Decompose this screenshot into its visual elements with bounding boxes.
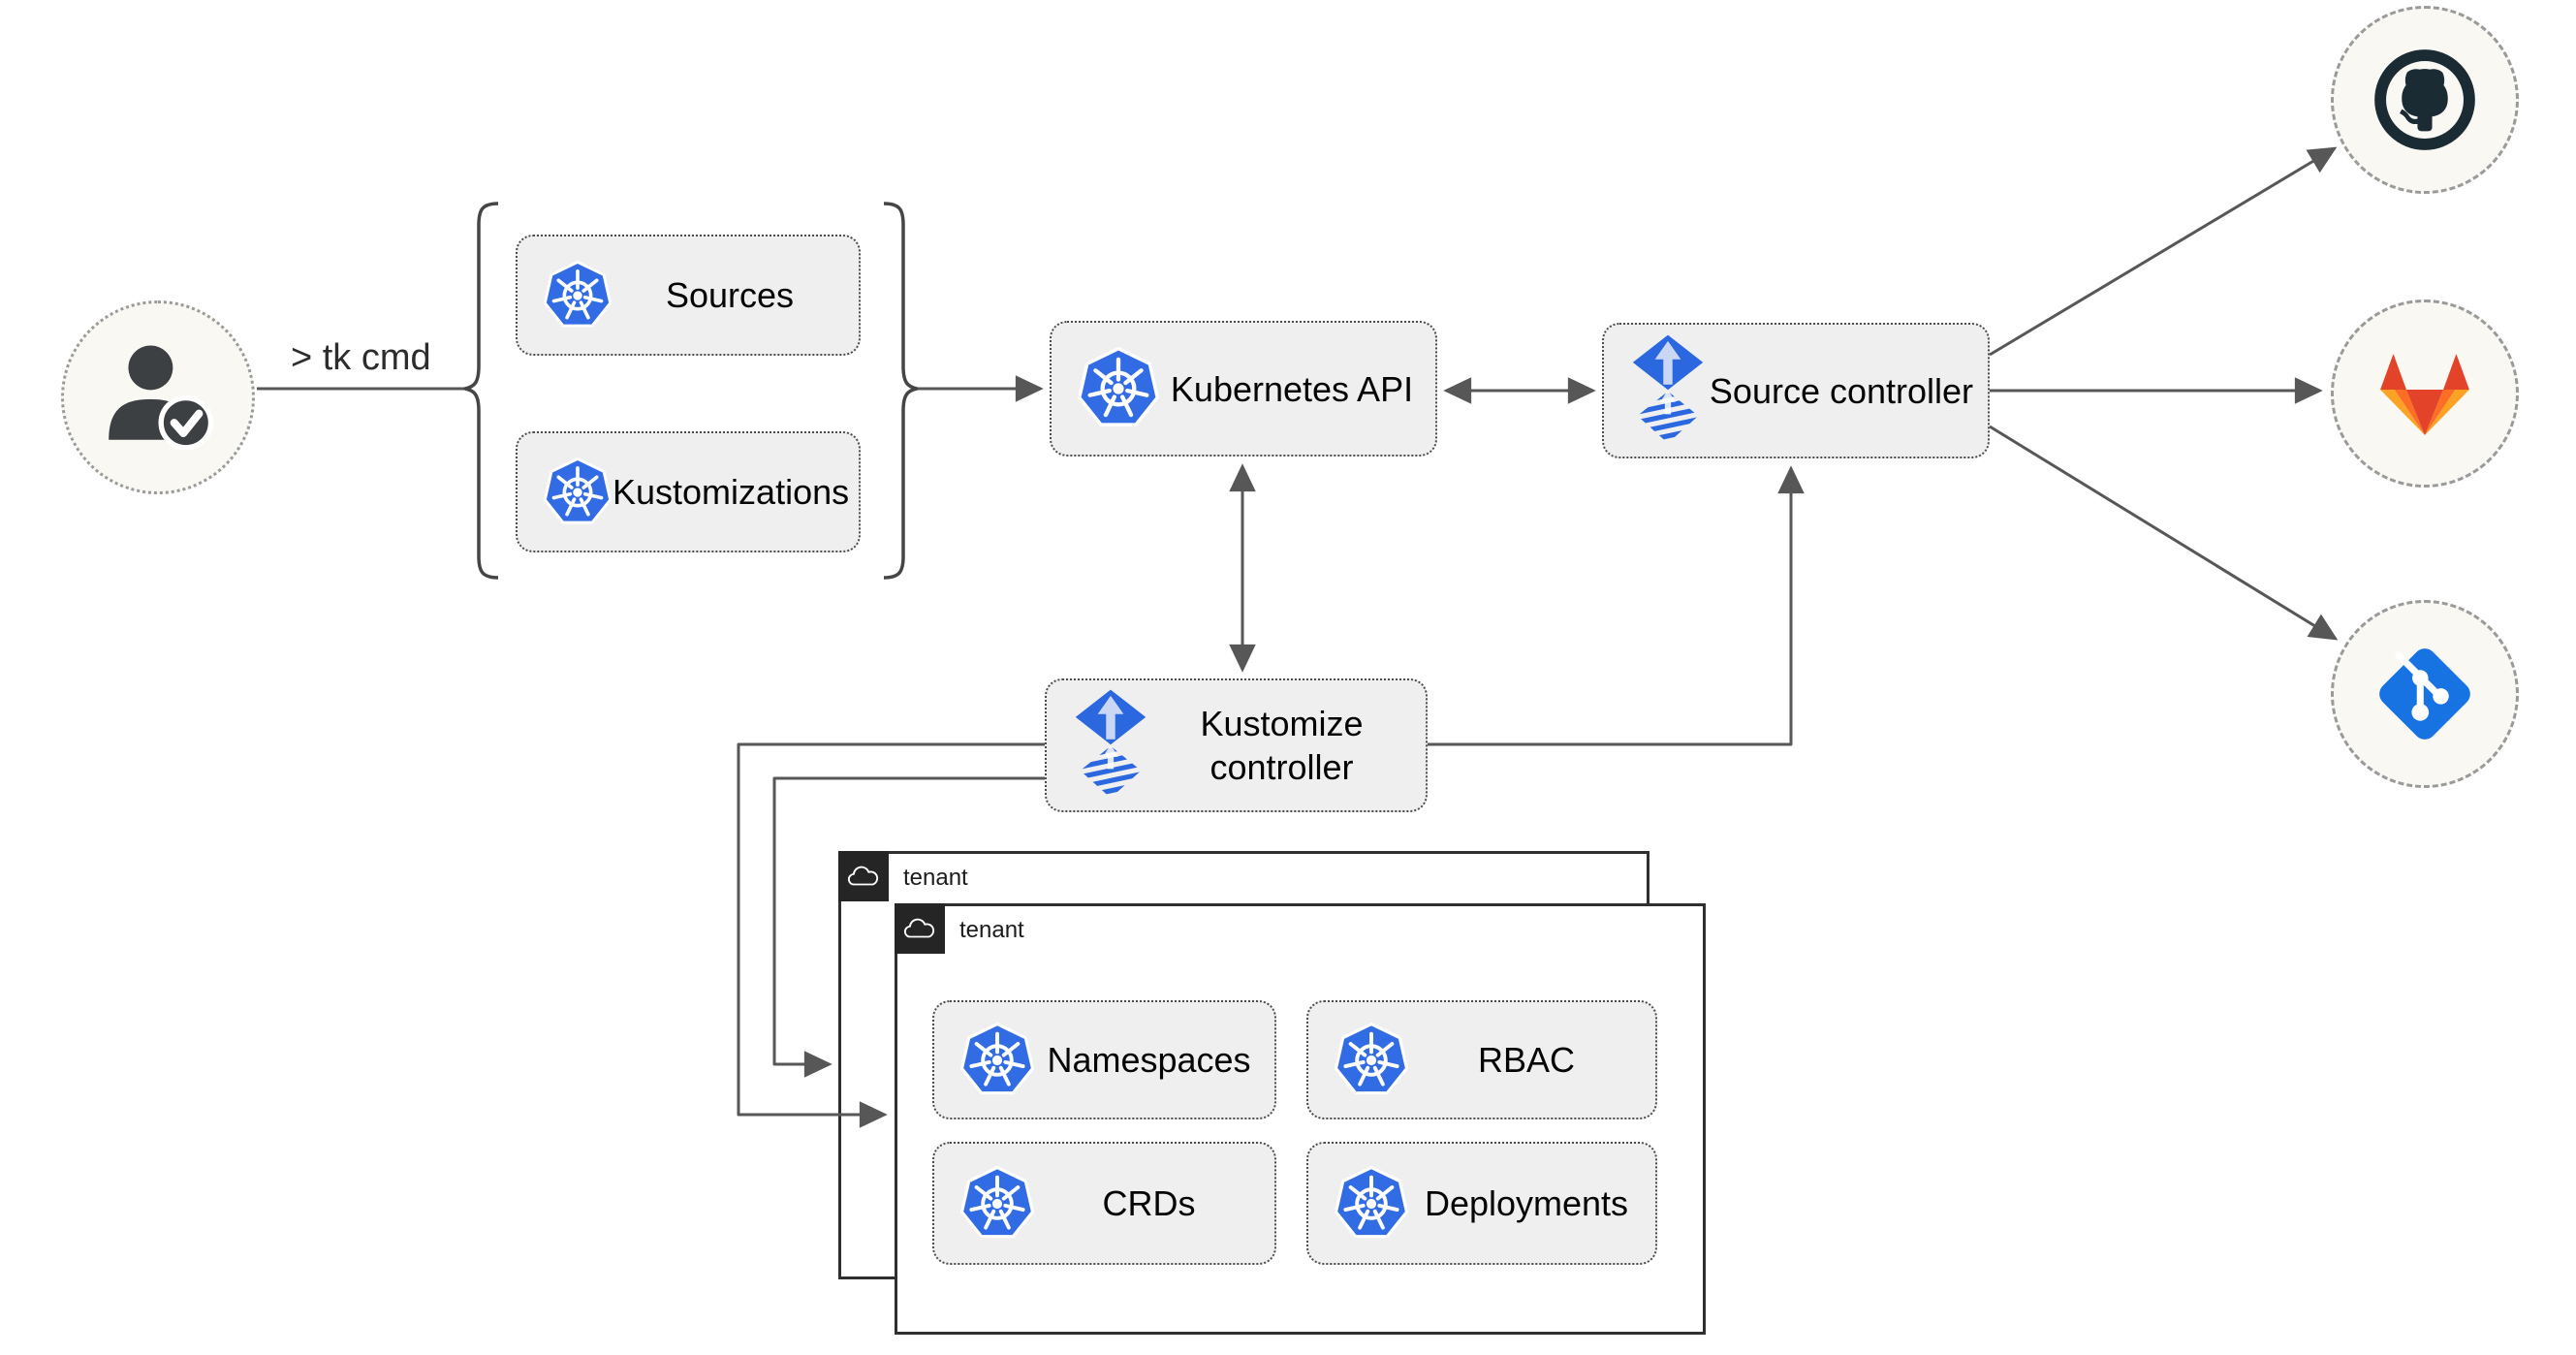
kubernetes-api-node: Kubernetes API bbox=[1050, 321, 1437, 457]
sources-label: Sources bbox=[665, 275, 795, 315]
gitlab-circle bbox=[2331, 299, 2519, 488]
kustomizations-label: Kustomizations bbox=[613, 472, 850, 512]
source-controller-node: Source controller bbox=[1602, 323, 1990, 458]
kubernetes-icon bbox=[959, 1023, 1035, 1098]
crds-label: CRDs bbox=[1102, 1183, 1196, 1223]
tenant-front-label: tenant bbox=[959, 917, 1024, 943]
flux-icon bbox=[1629, 333, 1707, 448]
cloud-icon bbox=[903, 916, 936, 941]
rbac-node: RBAC bbox=[1306, 1000, 1657, 1119]
sources-node: Sources bbox=[516, 235, 861, 356]
rbac-label: RBAC bbox=[1477, 1040, 1576, 1080]
group-brace-right bbox=[883, 202, 919, 580]
kustomizations-node: Kustomizations bbox=[516, 431, 861, 552]
group-brace-left bbox=[463, 202, 499, 580]
tenant-back-label: tenant bbox=[903, 865, 968, 891]
edge-source-to-git bbox=[1989, 425, 2339, 641]
cloud-icon bbox=[847, 864, 880, 889]
kubernetes-icon bbox=[1334, 1023, 1409, 1098]
kustomize-controller-label: Kustomize controller bbox=[1200, 704, 1364, 787]
kubernetes-icon bbox=[1077, 347, 1160, 430]
tenant-front-header bbox=[895, 903, 945, 954]
flux-icon bbox=[1072, 688, 1149, 803]
kustomize-controller-node: Kustomize controller bbox=[1045, 678, 1428, 812]
edge-source-to-github bbox=[1989, 146, 2338, 357]
source-controller-label: Source controller bbox=[1709, 370, 1974, 411]
namespaces-node: Namespaces bbox=[932, 1000, 1276, 1119]
kubernetes-icon bbox=[543, 457, 613, 527]
kubernetes-icon bbox=[959, 1166, 1035, 1242]
gitlab-tanuki-icon bbox=[2371, 344, 2479, 444]
user-circle bbox=[61, 300, 255, 494]
kubernetes-icon bbox=[543, 261, 613, 331]
kubernetes-api-label: Kubernetes API bbox=[1170, 368, 1414, 409]
github-circle bbox=[2331, 6, 2519, 194]
deployments-label: Deployments bbox=[1424, 1183, 1629, 1223]
namespaces-label: Namespaces bbox=[1047, 1040, 1251, 1080]
github-octocat-icon bbox=[2372, 47, 2477, 152]
user-check-icon bbox=[93, 332, 224, 463]
git-branch-icon bbox=[2368, 637, 2482, 751]
crds-node: CRDs bbox=[932, 1142, 1276, 1265]
kubernetes-icon bbox=[1334, 1166, 1409, 1242]
edge-kustomize-to-source bbox=[1428, 465, 1805, 746]
deployments-node: Deployments bbox=[1306, 1142, 1657, 1265]
git-circle bbox=[2331, 600, 2519, 788]
cli-command-label: > tk cmd bbox=[291, 337, 431, 378]
tenant-back-header bbox=[838, 851, 889, 901]
